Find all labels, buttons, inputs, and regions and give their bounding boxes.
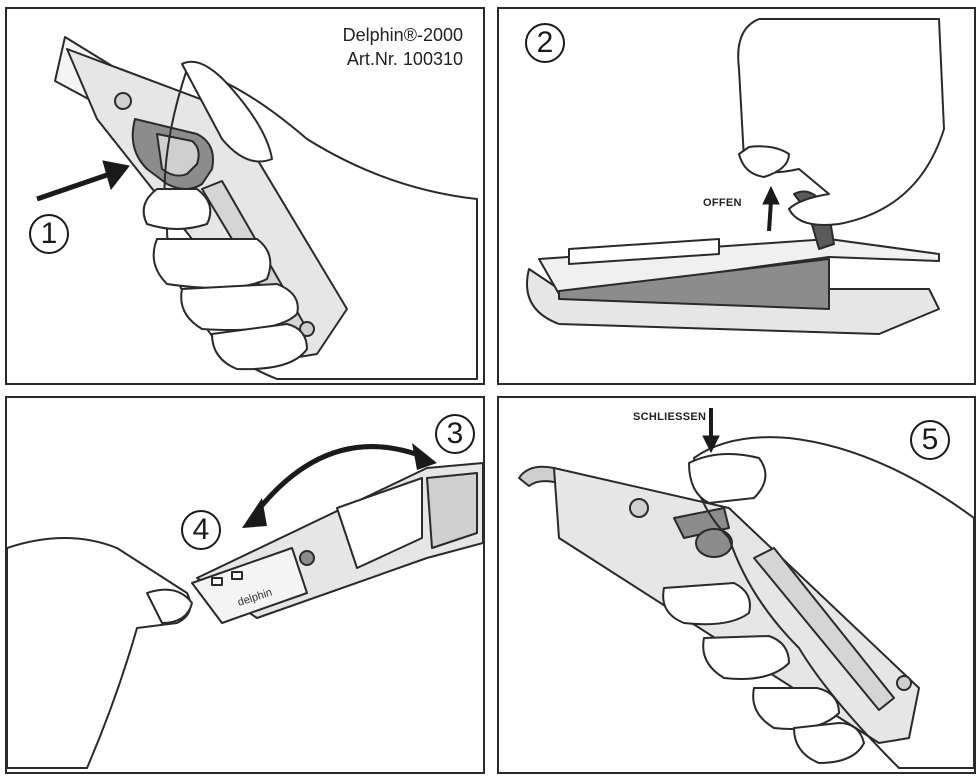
finger-b: [702, 635, 790, 680]
push-arrow: [36, 160, 130, 202]
step-number-3: 3: [435, 414, 475, 454]
finger-3: [180, 283, 299, 331]
step-number-1: 1: [29, 214, 69, 254]
new-blade: [191, 547, 308, 624]
open-label: OFFEN: [703, 197, 742, 209]
finger-a: [662, 582, 751, 626]
finger-1: [142, 188, 212, 230]
step-number-2: 2: [525, 23, 565, 63]
article-number: Art.Nr. 100310: [346, 49, 463, 69]
down-arrow: [702, 408, 720, 454]
finger-2: [152, 238, 272, 289]
inner-blade: [426, 472, 478, 549]
panel-step-2: 2 OFFEN: [497, 7, 976, 385]
screw: [114, 92, 132, 110]
finger-4: [211, 323, 308, 371]
up-arrow: [762, 185, 780, 232]
knife-grip: [753, 547, 895, 711]
step-number-4: 4: [181, 510, 221, 550]
knife-inner: [558, 258, 830, 310]
illustration-close: [518, 408, 974, 769]
thumb-tip: [146, 588, 193, 624]
illustration-blade-change: delphin: [7, 443, 483, 769]
curved-arrow: [250, 444, 428, 520]
fingertip: [738, 145, 790, 178]
panel-step-3-4: delphin 3 4: [5, 396, 485, 774]
illustration-open: [526, 18, 945, 335]
product-name: Delphin®-2000: [342, 25, 463, 45]
hook-blade: [518, 465, 560, 487]
index-finger: [688, 453, 767, 504]
blade-slot-2: [231, 571, 243, 580]
panel-step-5: 5 SCHLIESSEN: [497, 396, 976, 774]
step-number-5: 5: [910, 420, 950, 460]
hand: [7, 537, 192, 769]
close-label: SCHLIESSEN: [633, 411, 707, 423]
hand-index: [737, 18, 945, 226]
illustration-press-latch: [36, 36, 478, 380]
blade-slot-1: [211, 577, 223, 586]
finger-d: [793, 722, 865, 764]
thumb: [181, 60, 273, 163]
finger-c: [752, 687, 840, 730]
panel-step-1: 1 Delphin®-2000 Art.Nr. 100310: [5, 7, 485, 385]
product-label: Delphin®-2000 Art.Nr. 100310: [343, 23, 463, 71]
hand-top: [693, 436, 974, 769]
